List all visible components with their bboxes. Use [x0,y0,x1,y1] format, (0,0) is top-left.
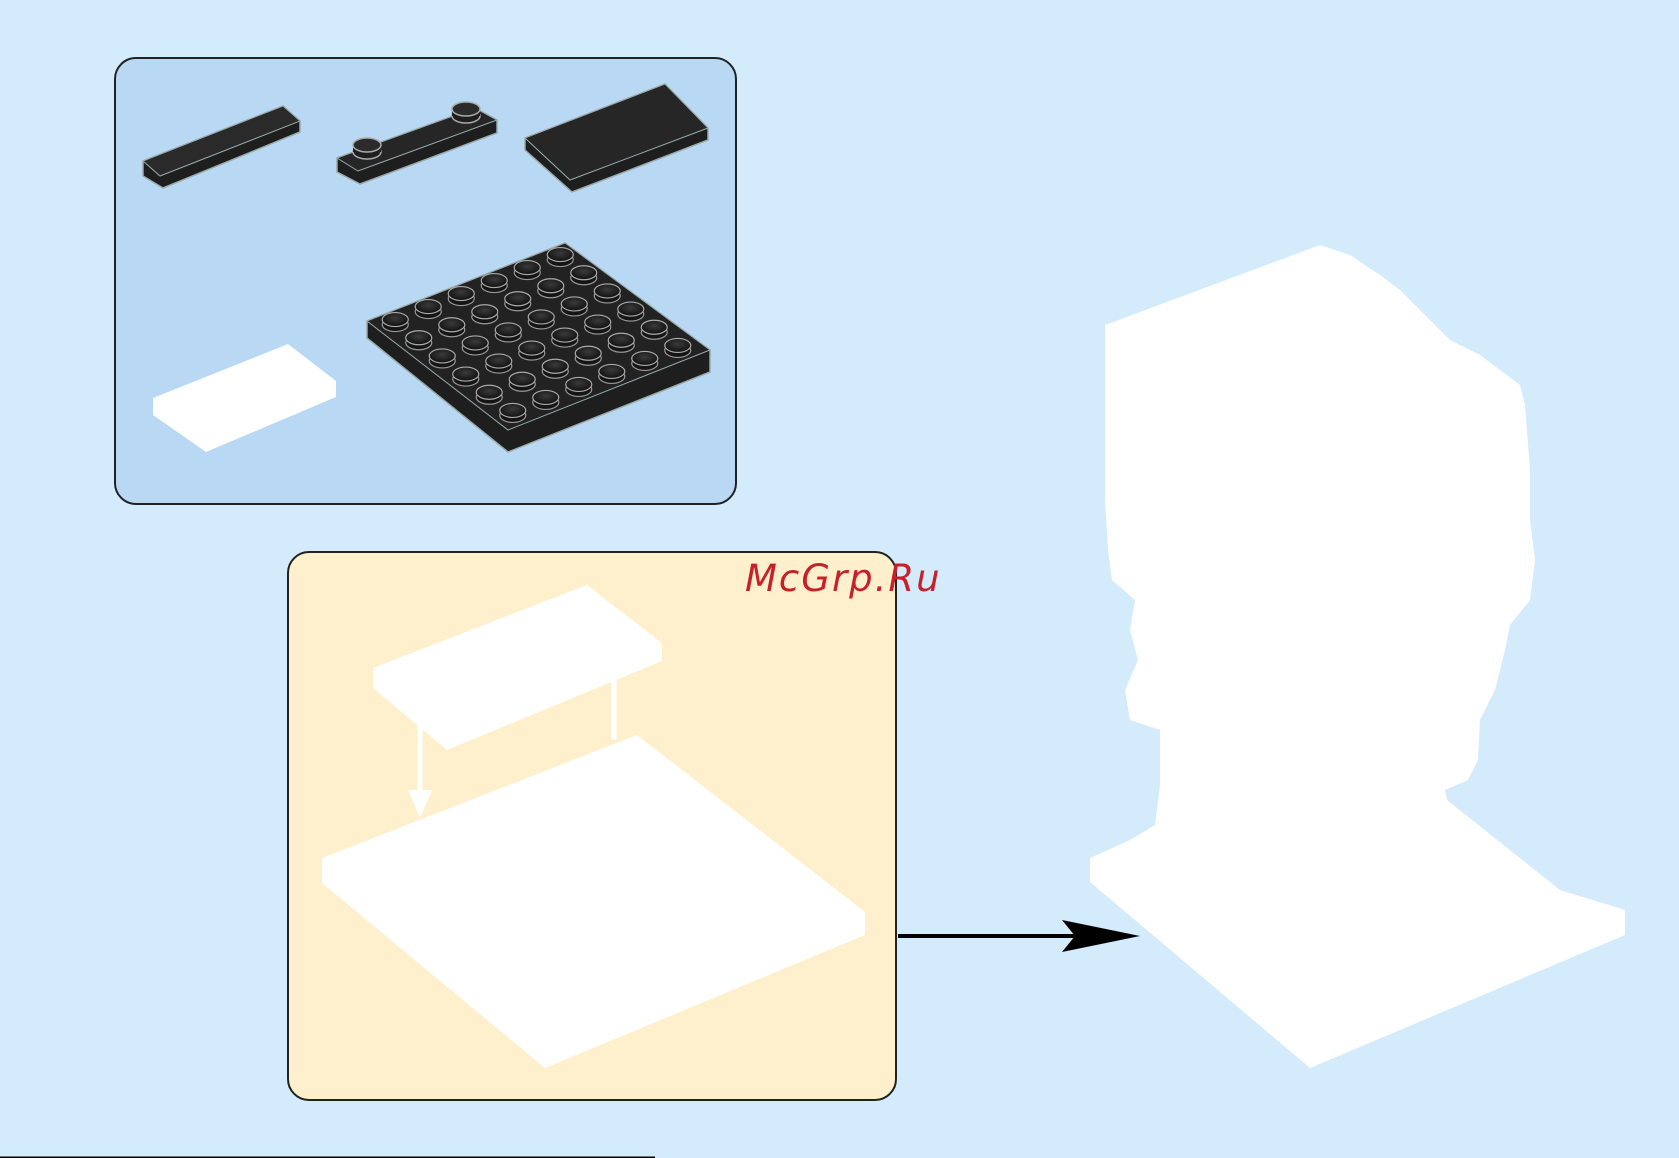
plate-stud [561,297,587,316]
plate-stud [571,266,597,285]
plate-stud [505,292,531,311]
plate-stud [528,310,554,329]
plate-stud [476,385,502,404]
plate-stud [594,284,620,303]
plate-stud [632,351,658,370]
plate-stud [641,320,667,339]
plate-stud [495,323,521,342]
model-silhouette [1090,245,1625,1068]
plate-stud [665,338,691,357]
plate-stud [608,333,634,352]
part-black-tile-2x4 [525,84,708,192]
plate-stud [439,318,465,337]
plate-stud [575,346,601,365]
plate-stud [547,248,573,267]
step-white-plate [322,735,865,1068]
part-white-tile-2x4 [153,344,336,452]
part-black-plate-6x6 [367,243,710,452]
right-arrow-icon [898,920,1140,952]
watermark-text: McGrp.Ru [745,557,942,600]
plate-stud [472,305,498,324]
plate-stud [585,315,611,334]
plate-stud [533,390,559,409]
plate-stud [618,302,644,321]
plate-stud [519,341,545,360]
part-black-tile-1x4 [143,106,300,188]
plate-stud [448,287,474,306]
plate-stud [429,349,455,368]
plate-stud [453,367,479,386]
plate-stud [514,261,540,280]
plate-stud [509,372,535,391]
plate-stud [481,274,507,293]
plate-stud [542,359,568,378]
plate-stud [599,364,625,383]
plate-stud [415,300,441,319]
plate-stud [500,403,526,422]
plate-stud [552,328,578,347]
plate-stud [406,331,432,350]
plate-stud [486,354,512,373]
part-black-plate-1x4-two-studs [337,102,497,184]
plate-stud [566,377,592,396]
step-white-tile [373,585,662,750]
plate-stud [382,313,408,332]
plate-stud [462,336,488,355]
plate-stud [538,279,564,298]
